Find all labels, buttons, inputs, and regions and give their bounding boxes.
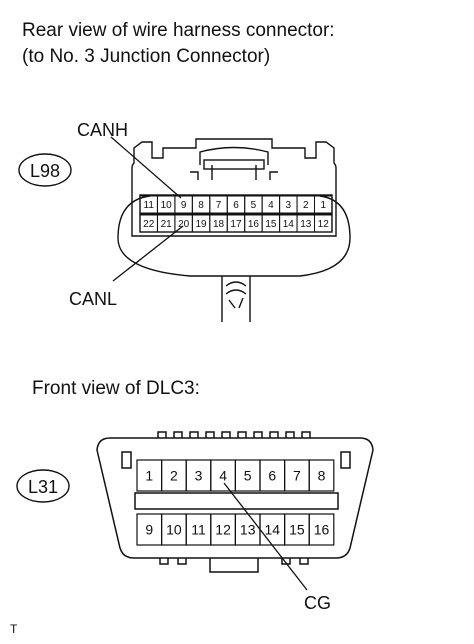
l98-pin-20: 20	[178, 219, 190, 230]
l98-pin-11: 11	[144, 200, 155, 211]
cg-label: CG	[304, 593, 331, 613]
l31-connector	[96, 431, 374, 573]
l98-pin-4: 4	[268, 200, 274, 211]
l98-connector	[117, 138, 351, 322]
l98-pin-17: 17	[230, 219, 242, 230]
top-title-line1: Rear view of wire harness connector:	[22, 20, 335, 41]
l98-pin-14: 14	[283, 219, 295, 230]
l31-pin-8: 8	[318, 468, 326, 484]
top-title-line2: (to No. 3 Junction Connector)	[22, 46, 271, 67]
bottom-title: Front view of DLC3:	[32, 378, 200, 399]
l98-id: L98	[30, 161, 60, 181]
l31-pin-1: 1	[145, 468, 153, 484]
footer-mark: T	[10, 622, 18, 636]
l98-pin-3: 3	[286, 200, 292, 211]
l31-pin-4: 4	[219, 468, 227, 484]
l98-pin-7: 7	[216, 200, 222, 211]
l31-cell-16	[308, 513, 335, 546]
l31-pin-2: 2	[170, 468, 178, 484]
l31-pin-11: 11	[191, 522, 206, 538]
l31-id-oval	[16, 469, 70, 503]
l98-pin-12: 12	[318, 219, 330, 230]
l98-pin-21: 21	[161, 219, 173, 230]
l98-pin-5: 5	[251, 200, 257, 211]
l98-pin-1: 1	[320, 200, 326, 211]
l31-pin-6: 6	[268, 468, 276, 484]
l31-pin-15: 15	[289, 522, 305, 538]
l31-pin-5: 5	[244, 468, 252, 484]
l98-pin-15: 15	[265, 219, 277, 230]
l31-cell-8	[308, 459, 335, 492]
l98-pin-22: 22	[143, 219, 155, 230]
l98-pin-2: 2	[303, 200, 309, 211]
l98-pin-18: 18	[213, 219, 225, 230]
cg-leader	[223, 482, 308, 591]
canl-label: CANL	[69, 289, 118, 309]
l31-pin-13: 13	[240, 522, 256, 538]
l98-pin-6: 6	[233, 200, 239, 211]
l98-pin-16: 16	[248, 219, 260, 230]
l31-pin-16: 16	[314, 522, 330, 538]
l98-pin-8: 8	[198, 200, 204, 211]
l31-pin-10: 10	[166, 522, 182, 538]
l98-pin-9: 9	[181, 200, 187, 211]
l31-pin-9: 9	[145, 522, 153, 538]
l98-pin-10: 10	[161, 200, 173, 211]
l31-pin-7: 7	[293, 468, 301, 484]
canh-label: CANH	[77, 120, 129, 140]
l98-id-oval	[18, 153, 72, 187]
l31-pin-12: 12	[215, 522, 231, 538]
l31-pin-14: 14	[265, 522, 281, 538]
l98-cell-12	[314, 214, 333, 233]
l98-pin-19: 19	[196, 219, 208, 230]
l31-id: L31	[28, 477, 58, 497]
l98-cell-1	[314, 195, 333, 214]
l98-pin-13: 13	[300, 219, 312, 230]
canh-leader	[110, 136, 182, 199]
l31-pin-3: 3	[195, 468, 203, 484]
canl-leader	[112, 225, 184, 282]
